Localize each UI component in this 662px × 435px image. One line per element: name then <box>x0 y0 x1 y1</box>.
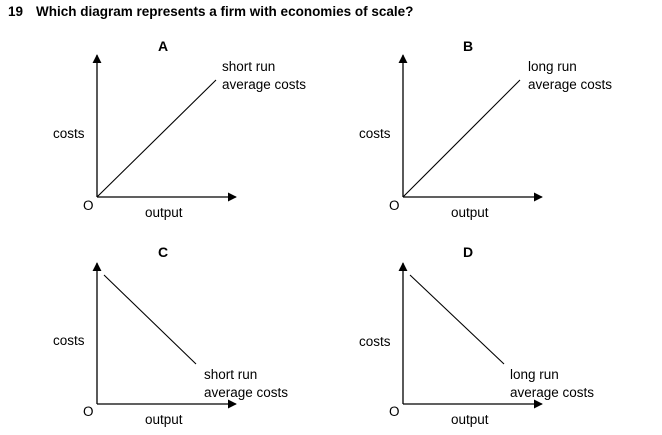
average-cost-curve <box>402 79 521 198</box>
x-axis-label: output <box>145 205 183 220</box>
panel-b: B costs output O long run average costs <box>359 38 612 220</box>
curve-label-line-2: average costs <box>222 77 306 92</box>
origin-label: O <box>389 404 400 419</box>
curve-label-line-2: average costs <box>528 77 612 92</box>
y-axis-label: costs <box>359 126 391 141</box>
y-axis-label: costs <box>53 126 85 141</box>
average-cost-curve <box>409 274 505 365</box>
panel-d: D costs output O long run average costs <box>359 244 594 427</box>
curve-label-line-2: average costs <box>510 385 594 400</box>
curve-label-line-1: long run <box>510 367 559 382</box>
question-prompt: Which diagram represents a firm with eco… <box>36 4 414 19</box>
origin-label: O <box>83 198 94 213</box>
panel-c: C costs output O short run average costs <box>53 244 288 427</box>
question-number: 19 <box>8 4 24 19</box>
panel-label: D <box>463 244 473 260</box>
y-axis-label: costs <box>53 333 85 348</box>
panel-label: B <box>463 38 473 54</box>
average-cost-curve <box>103 274 197 365</box>
curve-label-line-2: average costs <box>204 385 288 400</box>
panel-label: A <box>158 38 168 54</box>
panel-a: A costs output O short run average costs <box>53 38 306 220</box>
curve-label-line-1: short run <box>204 367 257 382</box>
curve-label-line-1: long run <box>528 59 577 74</box>
curve-label-line-1: short run <box>222 59 275 74</box>
average-cost-curve <box>96 79 217 198</box>
x-axis-label: output <box>451 205 489 220</box>
x-axis-label: output <box>451 412 489 427</box>
origin-label: O <box>389 198 400 213</box>
question-text: 19 Which diagram represents a firm with e… <box>8 4 413 19</box>
x-axis-label: output <box>145 412 183 427</box>
panel-label: C <box>158 244 168 260</box>
origin-label: O <box>83 404 94 419</box>
y-axis-label: costs <box>359 334 391 349</box>
